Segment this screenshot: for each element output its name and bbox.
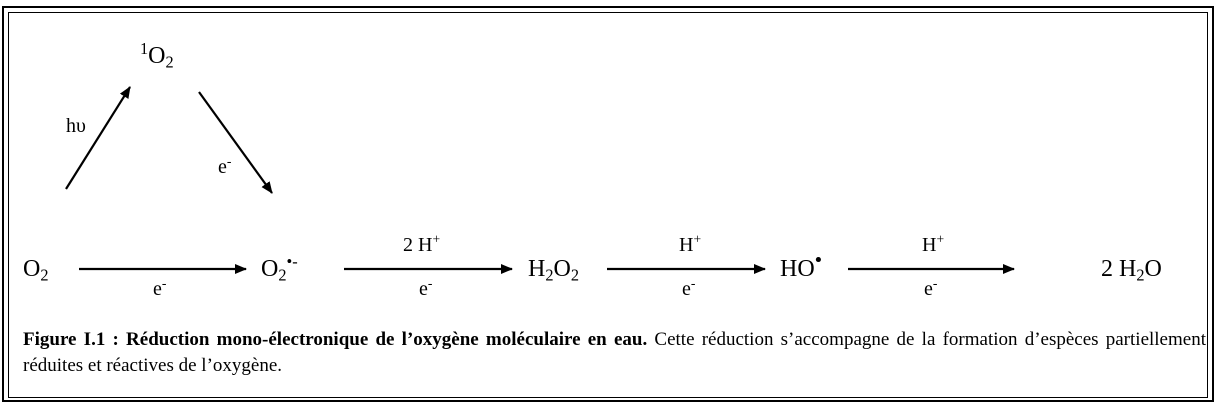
arrow-o2-to-singlet [65,86,131,190]
outer-frame [2,6,1214,402]
species-water: 2 H2O [1101,256,1162,285]
caption-text: Cette réduction s’accompagne de la forma… [23,329,1206,376]
label-e-2: e- [419,275,433,300]
inner-frame [8,12,1208,398]
caption-title: Figure I.1 : Réduction mono-électronique… [23,329,648,350]
arrow-singlet-to-superoxide [198,91,273,194]
species-superoxide: O2•- [261,252,298,285]
label-e-3: e- [682,275,696,300]
species-o2: O2 [23,256,49,285]
label-e-diagonal: e- [218,153,232,178]
label-h-plus-2: H+ [922,231,945,256]
label-e-4: e- [924,275,938,300]
figure-caption: Figure I.1 : Réduction mono-électronique… [23,327,1206,379]
label-h-plus-1: H+ [679,231,702,256]
label-2h-plus: 2 H+ [403,231,441,256]
species-hydroxyl-radical: HO• [780,247,823,282]
label-h-nu: hυ [66,115,86,137]
species-h2o2: H2O2 [528,256,579,285]
label-e-1: e- [153,275,167,300]
singlet-oxygen: 1O2 [140,39,174,72]
